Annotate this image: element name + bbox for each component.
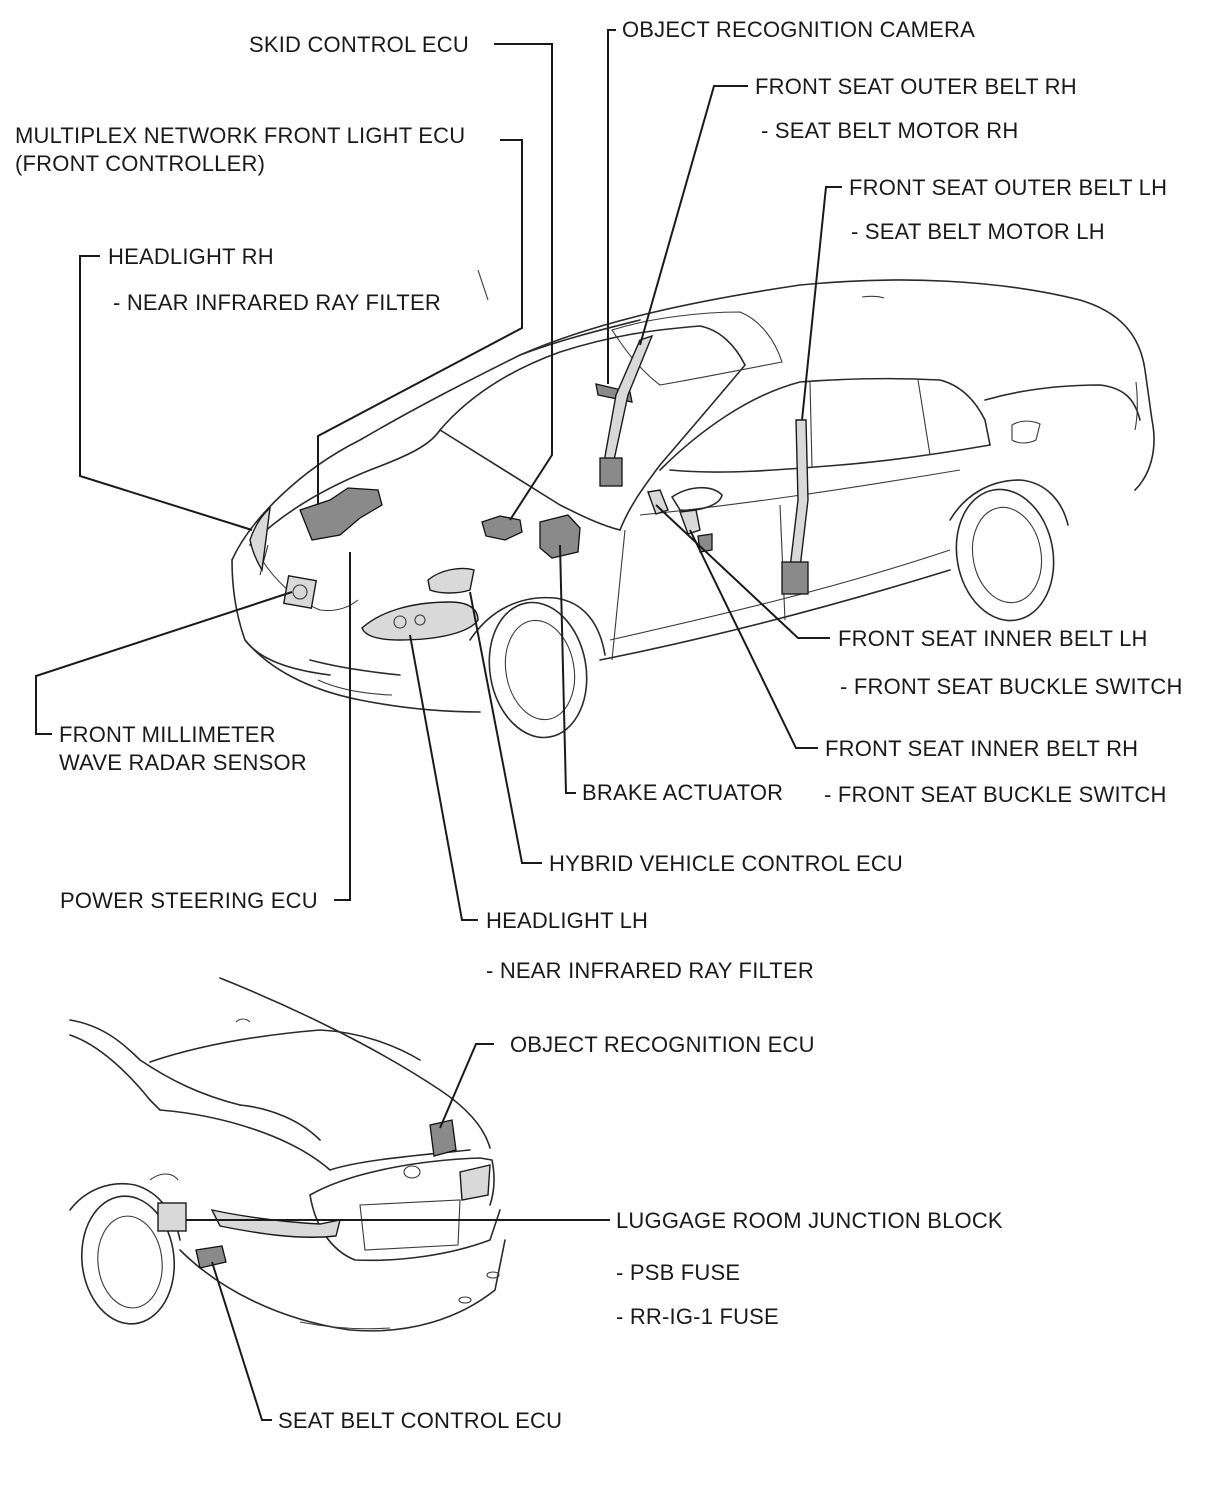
leader-front-seat-inner-belt-lh (655, 504, 830, 639)
label-psb-fuse: - PSB FUSE (616, 1260, 740, 1285)
inner-belt-rh-part (679, 509, 701, 535)
label-front-seat-buckle-switch-rh: - FRONT SEAT BUCKLE SWITCH (824, 782, 1167, 807)
seat-belt-motor-rh-part (599, 457, 623, 487)
rear-vehicle-illustration (69, 977, 506, 1332)
leader-power-steering-ecu (334, 552, 351, 901)
label-brake-actuator: BRAKE ACTUATOR (582, 780, 783, 805)
headlight-rh-part (249, 506, 271, 573)
leader-front-seat-outer-belt-rh (639, 85, 748, 346)
label-object-recognition-ecu: OBJECT RECOGNITION ECU (510, 1032, 815, 1057)
label-seat-belt-control-ecu: SEAT BELT CONTROL ECU (278, 1408, 562, 1433)
label-front-controller: (FRONT CONTROLLER) (15, 151, 265, 176)
label-front-seat-inner-belt-rh: FRONT SEAT INNER BELT RH (825, 736, 1138, 761)
label-front-seat-inner-belt-lh: FRONT SEAT INNER BELT LH (838, 626, 1148, 651)
label-seat-belt-motor-rh: - SEAT BELT MOTOR RH (761, 118, 1018, 143)
label-front-millimeter: FRONT MILLIMETER (59, 722, 276, 747)
luggage-junction-block-part (157, 1202, 187, 1232)
leader-skid-control-ecu (494, 43, 553, 521)
leader-headlight-rh (79, 255, 253, 531)
rear-leader-lines (186, 1043, 610, 1421)
label-headlight-rh: HEADLIGHT RH (108, 244, 274, 269)
brake-actuator-part (539, 514, 581, 559)
radar-sensor-part (282, 574, 318, 610)
label-multiplex-network-front-light-ecu: MULTIPLEX NETWORK FRONT LIGHT ECU (15, 123, 465, 148)
labels: SKID CONTROL ECU OBJECT RECOGNITION CAME… (15, 17, 1183, 1433)
label-rr-ig-1-fuse: - RR-IG-1 FUSE (616, 1304, 779, 1329)
label-front-seat-buckle-switch-lh: - FRONT SEAT BUCKLE SWITCH (840, 674, 1183, 699)
object-recognition-ecu-part (429, 1119, 457, 1157)
label-luggage-room-junction-block: LUGGAGE ROOM JUNCTION BLOCK (616, 1208, 1003, 1233)
hybrid-ecu-part (427, 567, 475, 594)
label-front-seat-outer-belt-lh: FRONT SEAT OUTER BELT LH (849, 175, 1167, 200)
inner-belt-lh-part (647, 489, 669, 515)
leader-front-seat-outer-belt-lh (801, 186, 842, 421)
front-leader-lines (35, 29, 842, 921)
label-near-infrared-ray-filter-lh: - NEAR INFRARED RAY FILTER (486, 958, 814, 983)
leader-front-seat-inner-belt-rh (689, 529, 818, 749)
label-hybrid-vehicle-control-ecu: HYBRID VEHICLE CONTROL ECU (549, 851, 903, 876)
front-components (249, 334, 809, 641)
leader-hybrid-vehicle-control-ecu (469, 591, 542, 864)
seat-belt-motor-lh-part (781, 561, 809, 595)
label-skid-control-ecu: SKID CONTROL ECU (249, 32, 469, 57)
outer-belt-lh-part (789, 419, 809, 569)
label-front-seat-outer-belt-rh: FRONT SEAT OUTER BELT RH (755, 74, 1077, 99)
leader-object-recognition-ecu (439, 1043, 494, 1129)
front-vehicle-illustration (231, 269, 1155, 739)
label-object-recognition-camera: OBJECT RECOGNITION CAMERA (622, 17, 975, 42)
multiplex-ecu-part (299, 487, 383, 541)
label-wave-radar-sensor: WAVE RADAR SENSOR (59, 750, 307, 775)
label-near-infrared-ray-filter-rh: - NEAR INFRARED RAY FILTER (113, 290, 441, 315)
leader-multiplex-ecu (317, 139, 523, 505)
seat-belt-control-ecu-part (195, 1245, 227, 1269)
leader-seat-belt-control-ecu (211, 1261, 272, 1421)
label-power-steering-ecu: POWER STEERING ECU (60, 888, 318, 913)
leader-object-recognition-camera (607, 29, 616, 384)
label-headlight-lh: HEADLIGHT LH (486, 908, 648, 933)
label-seat-belt-motor-lh: - SEAT BELT MOTOR LH (851, 219, 1105, 244)
leader-brake-actuator (559, 544, 576, 794)
skid-control-ecu-part (481, 515, 523, 541)
leader-front-radar-sensor (35, 591, 293, 735)
headlight-lh-part (361, 601, 479, 641)
leader-headlight-lh (409, 634, 478, 921)
